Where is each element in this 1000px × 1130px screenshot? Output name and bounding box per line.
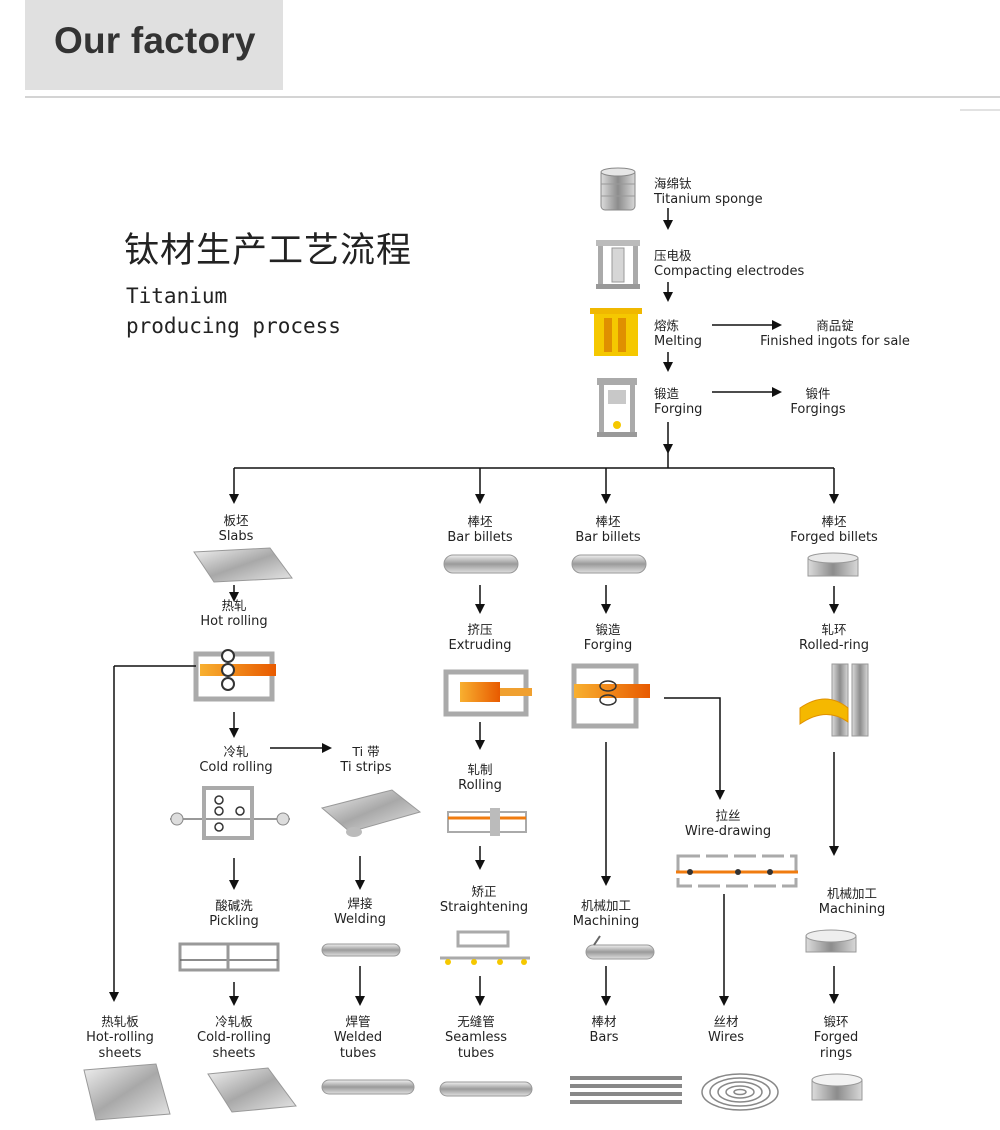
cold-rolling-mill-icon [170,786,290,840]
machined-ring-icon [805,929,857,953]
diagram-title-en-line2: producing process [126,314,341,338]
welded-tube-icon [321,943,401,957]
pickling-tank-icon [178,942,280,972]
header-divider [25,96,1000,98]
diagram-title-en-line1: Titanium [126,284,228,308]
sponge-drum-icon [600,167,636,211]
hot-rolling-sheet-icon [83,1063,171,1121]
extruder-icon [443,669,532,717]
machined-bar-icon [585,935,655,960]
bars-product-icon [570,1076,682,1104]
slab-icon [193,547,293,583]
ti-strip-coil-icon [320,789,422,837]
seamless-tube-product-icon [439,1081,533,1097]
ring-rolling-icon [799,663,869,737]
rolling-tube-icon [447,808,527,836]
forged-billet-icon [807,552,859,577]
header-box [25,0,283,90]
melting-furnace-icon [590,308,642,356]
wire-coil-product-icon [701,1073,779,1111]
forged-ring-product-icon [811,1073,863,1101]
bar-billet-icon-2 [571,554,647,574]
welded-tube-product-icon [321,1079,415,1095]
straightener-icon [440,930,530,965]
diagram-title-cn: 钛材生产工艺流程 [124,231,413,271]
bar-billet-icon [443,554,519,574]
forging-hammer-icon [571,663,650,729]
page-title: Our factory [54,20,256,61]
hot-rolling-mill-icon [193,649,276,702]
header-divider-accent [960,109,1000,111]
forging-press-icon [597,378,637,437]
cold-rolling-sheet-icon [207,1067,297,1113]
wire-drawing-machine-icon [676,854,798,888]
compacting-press-icon [596,240,640,289]
